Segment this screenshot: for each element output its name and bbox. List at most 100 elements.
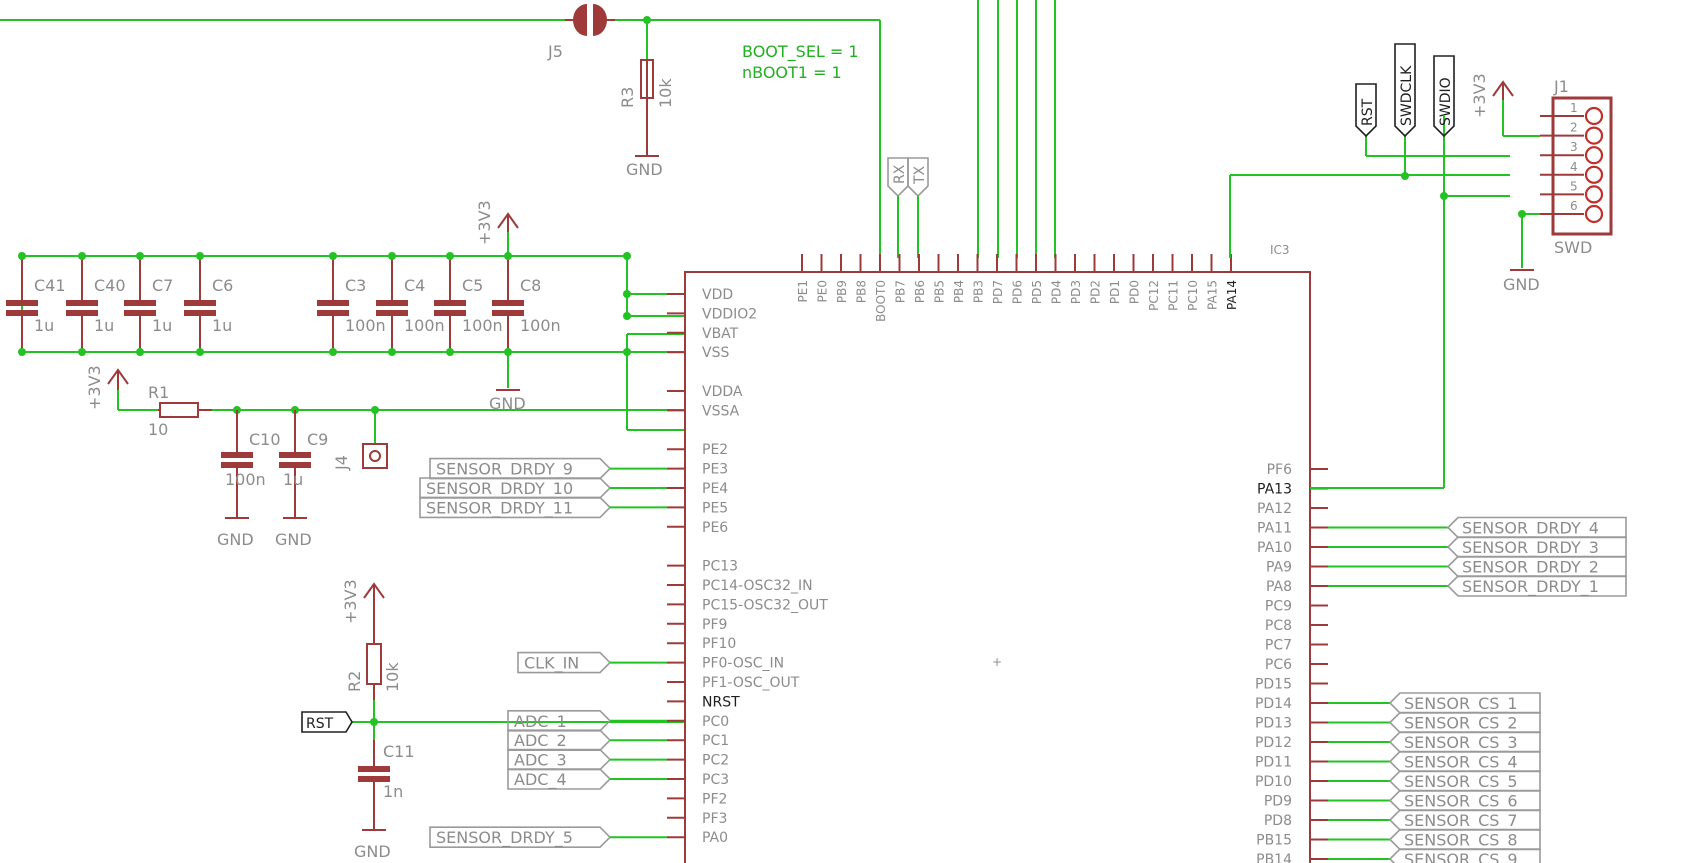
pin-label-pd0: PD0 — [1128, 280, 1142, 304]
pin-label-pb5: PB5 — [933, 280, 947, 303]
bank-3v3: +3V3 — [475, 200, 494, 245]
capacitor-c5-label: C5 — [462, 276, 483, 295]
pin-label-pc0: PC0 — [702, 714, 729, 730]
pin-label-vbat: VBAT — [702, 326, 739, 342]
j1-pin-number: 3 — [1570, 140, 1578, 154]
pin-label-pd8: PD8 — [1264, 813, 1292, 829]
j1-pin-2[interactable] — [1584, 126, 1604, 145]
pin-label-pd4: PD4 — [1050, 280, 1064, 304]
vdda-filter: +3V3 R1 10 J4 — [85, 365, 685, 471]
j1-pin-5[interactable] — [1584, 185, 1604, 204]
capacitor-c3-label: C3 — [345, 276, 366, 295]
j1-pin-6[interactable] — [1584, 204, 1604, 224]
ic3-left-pins: VDDVDDIO2VBATVSSVDDAVSSAPE2PE3PE4PE5PE6P… — [667, 287, 828, 846]
capacitor-c7[interactable] — [124, 252, 156, 356]
j1-pin-4[interactable] — [1584, 165, 1604, 184]
pin-label-pc10: PC10 — [1186, 280, 1200, 311]
capacitor-c5[interactable] — [434, 252, 466, 356]
j1-pin-number: 2 — [1570, 121, 1578, 135]
r2-resistor[interactable] — [366, 604, 382, 700]
net-clk-in: CLK_IN — [524, 654, 579, 674]
r1-label: R1 — [148, 383, 169, 402]
capacitor-c9-gnd: GND — [275, 530, 312, 549]
swd-section: +3V3 GND RST SWDCLK SWDIO — [1229, 43, 1540, 489]
pin-label-pd5: PD5 — [1030, 280, 1044, 304]
pin-label-pc8: PC8 — [1265, 618, 1292, 634]
capacitor-c6[interactable] — [184, 252, 216, 356]
pin-label-pa13: PA13 — [1257, 482, 1292, 498]
capacitor-c3[interactable] — [317, 252, 349, 356]
net-sensor-cs-8: SENSOR_CS_8 — [1404, 831, 1518, 851]
c11-capacitor[interactable] — [358, 740, 390, 831]
ic3-ref: IC3 — [1270, 243, 1290, 257]
boot-sel-note: BOOT_SEL = 1 — [742, 42, 859, 62]
bank-gnd: GND — [489, 394, 526, 413]
pin-label-pd11: PD11 — [1255, 755, 1292, 771]
net-sensor-cs-9: SENSOR_CS_9 — [1404, 850, 1518, 863]
net-sensor-cs-3: SENSOR_CS_3 — [1404, 733, 1518, 753]
pin-label-pa11: PA11 — [1257, 521, 1292, 537]
swd-clk-label: SWDCLK — [1399, 65, 1415, 126]
capacitor-c10-gnd: GND — [217, 530, 254, 549]
net-sensor-cs-2: SENSOR_CS_2 — [1404, 714, 1518, 734]
rx-label: RX — [892, 164, 908, 184]
pin-label-vssa: VSSA — [702, 403, 740, 419]
j1-pin-number: 4 — [1570, 160, 1578, 174]
capacitor-c40[interactable] — [66, 252, 98, 356]
j1-pin-number: 5 — [1570, 179, 1578, 193]
capacitor-c8-value: 100n — [520, 316, 561, 335]
pin-label-pa12: PA12 — [1257, 501, 1292, 517]
net-adc-2: ADC_2 — [514, 731, 567, 751]
reset-circuit: +3V3 R2 10k RST C11 1n GND — [301, 579, 685, 861]
pin-label-pc1: PC1 — [702, 733, 729, 749]
j5-jumper[interactable] — [565, 4, 615, 36]
left-net-labels: SENSOR_DRDY_9SENSOR_DRDY_10SENSOR_DRDY_1… — [419, 457, 667, 848]
r2-value: 10k — [383, 662, 402, 692]
net-sensor-drdy-4: SENSOR_DRDY_4 — [1462, 519, 1599, 539]
pin-label-pc13: PC13 — [702, 559, 738, 575]
r3-value: 10k — [656, 78, 675, 108]
pin-label-vss: VSS — [702, 345, 729, 361]
r3-gnd: GND — [626, 160, 663, 179]
net-sensor-drdy-10: SENSOR_DRDY_10 — [426, 479, 573, 499]
pin-label-pc14-osc32-in: PC14-OSC32_IN — [702, 578, 813, 594]
capacitor-c41[interactable] — [6, 252, 38, 356]
pin-label-pf1-osc-out: PF1-OSC_OUT — [702, 675, 800, 691]
capacitor-c4[interactable] — [376, 252, 408, 356]
net-sensor-drdy-5: SENSOR_DRDY_5 — [436, 828, 573, 848]
net-sensor-cs-7: SENSOR_CS_7 — [1404, 811, 1518, 831]
pin-label-pb3: PB3 — [972, 280, 986, 303]
capacitor-c40-value: 1u — [94, 316, 114, 335]
r1-3v3: +3V3 — [85, 365, 104, 410]
net-adc-4: ADC_4 — [514, 770, 567, 790]
pin-label-pe0: PE0 — [816, 280, 830, 302]
pin-label-pe5: PE5 — [702, 500, 728, 516]
j1-pin-1[interactable] — [1584, 106, 1604, 126]
pin-label-pa8: PA8 — [1266, 579, 1292, 595]
ic3-body[interactable]: IC3 + — [684, 243, 1311, 863]
capacitor-c9[interactable] — [279, 410, 311, 519]
capacitor-c8[interactable] — [492, 252, 524, 356]
capacitor-c4-value: 100n — [404, 316, 445, 335]
capacitor-c5-value: 100n — [462, 316, 503, 335]
j4-testpoint[interactable] — [362, 443, 388, 469]
pin-label-pa0: PA0 — [702, 830, 728, 846]
capacitor-c10-label: C10 — [249, 430, 281, 449]
pin-label-pc7: PC7 — [1265, 638, 1292, 654]
capacitor-c9-value: 1u — [283, 470, 303, 489]
pin-label-pd12: PD12 — [1255, 735, 1292, 751]
r1-resistor[interactable] — [158, 402, 212, 418]
capacitor-c10[interactable] — [221, 410, 253, 519]
uart-labels: RX TX — [887, 157, 929, 258]
r3-resistor[interactable] — [635, 59, 659, 157]
j1-pin-3[interactable] — [1584, 146, 1604, 165]
pin-label-pc6: PC6 — [1265, 657, 1292, 673]
pin-label-pc15-osc32-out: PC15-OSC32_OUT — [702, 597, 828, 613]
capacitor-c8-label: C8 — [520, 276, 541, 295]
capacitor-c3-value: 100n — [345, 316, 386, 335]
ic3-origin: + — [992, 655, 1002, 669]
